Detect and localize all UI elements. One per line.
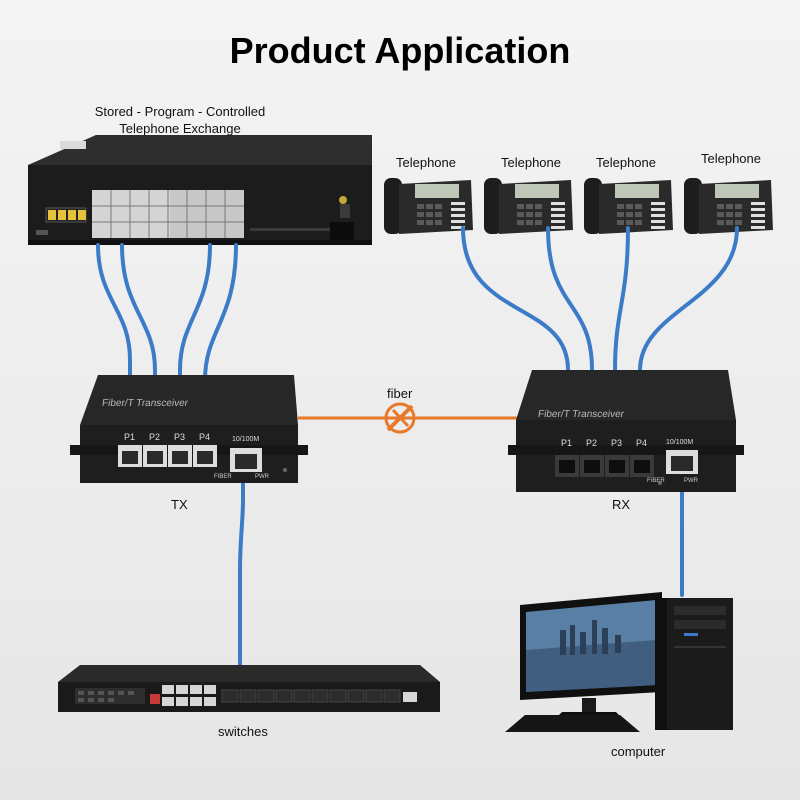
telephone-icon (584, 178, 673, 234)
telephone-icon (684, 178, 773, 234)
tx-brand: Fiber/T Transceiver (101, 398, 189, 409)
telephone-label-3: Telephone (596, 155, 656, 170)
fiber-link (298, 402, 520, 434)
telephone-label-2: Telephone (501, 155, 561, 170)
rx-eth-label: 10/100M (666, 439, 694, 446)
tx-port-1: P1 (124, 432, 136, 442)
tx-port-3: P3 (174, 432, 186, 442)
rx-brand: Fiber/T Transceiver (537, 409, 625, 420)
fiber-connector-icon (384, 402, 416, 434)
rx-port-4: P4 (636, 438, 648, 448)
telephone-group (384, 178, 773, 234)
switches-label: switches (218, 724, 268, 739)
transceiver-icon (508, 370, 744, 492)
tx-eth-label: 10/100M (232, 436, 260, 443)
tx-label: TX (171, 497, 188, 512)
exchange-icon (28, 135, 372, 245)
telephone-label-4: Telephone (701, 151, 761, 166)
telephone-icon (384, 178, 473, 234)
rx-port-3: P3 (611, 438, 623, 448)
telephone-label-1: Telephone (396, 155, 456, 170)
tx-fiber-label: FIBER (214, 474, 232, 480)
exchange-label-line1: Stored - Program - Controlled (94, 104, 266, 119)
switch-icon (58, 665, 440, 712)
transceiver-icon (70, 375, 308, 483)
rx-port-2: P2 (586, 438, 598, 448)
rx-fiber-label: FIBER (647, 478, 665, 484)
page-title: Product Application (229, 30, 571, 71)
rx-port-1: P1 (561, 438, 573, 448)
tx-port-4: P4 (199, 432, 211, 442)
telephone-icon (484, 178, 573, 234)
exchange-label-line2: Telephone Exchange (119, 121, 241, 136)
tx-port-2: P2 (149, 432, 161, 442)
computer-label: computer (611, 744, 666, 759)
rx-label: RX (612, 497, 631, 512)
computer-icon (505, 592, 733, 732)
rx-pwr-label: PWR (684, 478, 698, 484)
tx-pwr-label: PWR (255, 474, 269, 480)
fiber-label: fiber (387, 386, 413, 401)
